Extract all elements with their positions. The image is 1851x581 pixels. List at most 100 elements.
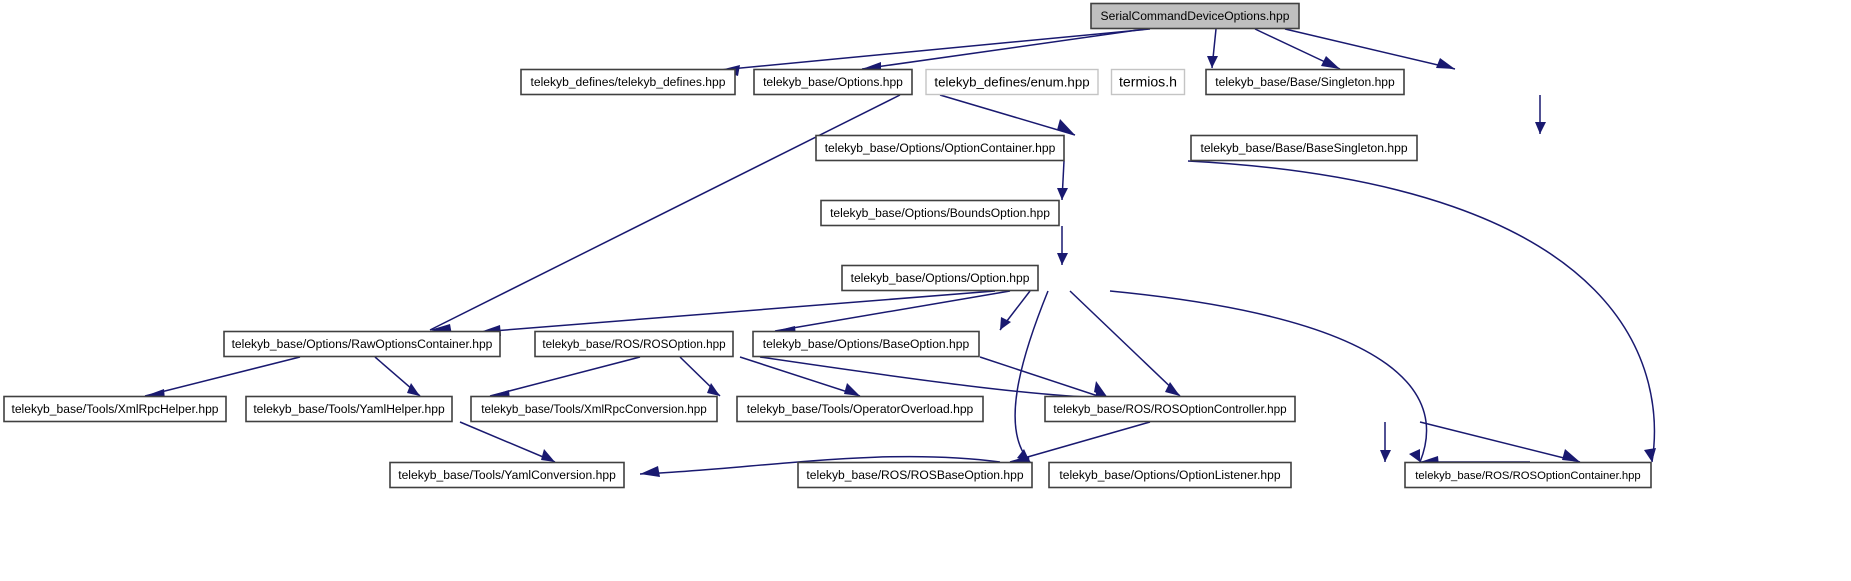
node-termios[interactable]: termios.h bbox=[1110, 68, 1186, 96]
node-label: telekyb_base/Options.hpp bbox=[763, 75, 903, 89]
arrowhead-icon bbox=[1000, 317, 1011, 330]
node-box[interactable] bbox=[470, 395, 718, 423]
node-optionlistener[interactable]: telekyb_base/Options/OptionListener.hpp bbox=[1048, 461, 1292, 489]
arrowhead-icon bbox=[1409, 449, 1420, 462]
edge-rawoptions-to-yamlhelper bbox=[374, 356, 421, 397]
node-label: SerialCommandDeviceOptions.hpp bbox=[1101, 9, 1290, 23]
arrowhead-icon bbox=[1057, 188, 1068, 200]
node-label: telekyb_base/Options/RawOptionsContainer… bbox=[232, 337, 493, 351]
edge-rosoption-to-xmlrpcconversion bbox=[679, 356, 721, 397]
node-xmlrpcconversion[interactable]: telekyb_base/Tools/XmlRpcConversion.hpp bbox=[470, 395, 718, 423]
arrowhead-icon bbox=[1165, 382, 1180, 396]
node-label: telekyb_base/Options/OptionContainer.hpp bbox=[825, 141, 1056, 155]
edge-line bbox=[939, 94, 1076, 136]
edge-rosoption-to-operatoroverload bbox=[739, 356, 861, 397]
edge-line bbox=[459, 421, 556, 463]
node-defines[interactable]: telekyb_defines/telekyb_defines.hpp bbox=[520, 68, 736, 96]
edge-line bbox=[1109, 290, 1428, 463]
node-rosbaseoption[interactable]: telekyb_base/ROS/ROSBaseOption.hpp bbox=[797, 461, 1033, 489]
node-roscontainer[interactable]: telekyb_base/ROS/ROSOptionContainer.hpp bbox=[1404, 461, 1652, 489]
arrowhead-icon bbox=[1057, 119, 1075, 135]
node-box[interactable] bbox=[1205, 68, 1405, 96]
edge-line bbox=[479, 290, 996, 333]
node-boundsoption[interactable]: telekyb_base/Options/BoundsOption.hpp bbox=[820, 199, 1060, 227]
node-box[interactable] bbox=[1090, 2, 1300, 30]
node-box[interactable] bbox=[534, 330, 734, 358]
arrowhead-icon bbox=[707, 383, 720, 396]
node-box[interactable] bbox=[1044, 395, 1296, 423]
edge-optioncontainer-to-roscontainer bbox=[1187, 160, 1656, 463]
node-box[interactable] bbox=[1190, 134, 1418, 162]
node-optioncontainer[interactable]: telekyb_base/Options/OptionContainer.hpp bbox=[815, 134, 1065, 162]
node-box[interactable] bbox=[736, 395, 984, 423]
node-box[interactable] bbox=[752, 330, 980, 358]
node-box[interactable] bbox=[753, 68, 913, 96]
arrowhead-icon bbox=[1562, 449, 1580, 462]
arrowhead-icon bbox=[1644, 448, 1656, 462]
node-yamlconversion[interactable]: telekyb_base/Tools/YamlConversion.hpp bbox=[389, 461, 625, 489]
node-operatoroverload[interactable]: telekyb_base/Tools/OperatorOverload.hpp bbox=[736, 395, 984, 423]
edge-line bbox=[739, 356, 861, 397]
node-box[interactable] bbox=[815, 134, 1065, 162]
arrowhead-icon bbox=[1207, 56, 1218, 68]
node-baseoption[interactable]: telekyb_base/Options/BaseOption.hpp bbox=[752, 330, 980, 358]
edge-roscontroller-to-optionlistener bbox=[1380, 422, 1391, 462]
edge-roscontroller-to-roscontainer bbox=[1419, 421, 1581, 463]
edge-option-to-optionlistener bbox=[1109, 290, 1428, 463]
node-options[interactable]: telekyb_base/Options.hpp bbox=[753, 68, 913, 96]
arrowhead-icon bbox=[1436, 58, 1455, 69]
node-singleton[interactable]: telekyb_base/Base/Singleton.hpp bbox=[1205, 68, 1405, 96]
edge-rosoption-to-roscontroller bbox=[759, 356, 1109, 399]
node-box[interactable] bbox=[3, 395, 227, 423]
edge-line bbox=[489, 356, 641, 397]
node-xmlrpchelper[interactable]: telekyb_base/Tools/XmlRpcHelper.hpp bbox=[3, 395, 227, 423]
node-yamlhelper[interactable]: telekyb_base/Tools/YamlHelper.hpp bbox=[245, 395, 453, 423]
node-label: termios.h bbox=[1119, 74, 1177, 90]
edge-roscontroller-to-rosbaseoption bbox=[1009, 421, 1151, 467]
node-box[interactable] bbox=[1404, 461, 1652, 489]
edge-rawoptions-to-xmlrpchelper bbox=[144, 356, 301, 400]
node-label: telekyb_base/Base/BaseSingleton.hpp bbox=[1200, 141, 1407, 155]
edge-line bbox=[979, 356, 1111, 401]
node-label: telekyb_base/Tools/YamlConversion.hpp bbox=[398, 468, 616, 482]
node-box[interactable] bbox=[389, 461, 625, 489]
node-box[interactable] bbox=[1110, 68, 1186, 96]
node-label: telekyb_base/Options/Option.hpp bbox=[851, 271, 1030, 285]
node-rosoption[interactable]: telekyb_base/ROS/ROSOption.hpp bbox=[534, 330, 734, 358]
node-label: telekyb_base/Options/BaseOption.hpp bbox=[763, 337, 970, 351]
edge-options-to-optioncontainer bbox=[939, 94, 1076, 136]
node-box[interactable] bbox=[925, 68, 1099, 96]
node-box[interactable] bbox=[245, 395, 453, 423]
node-rawoptions[interactable]: telekyb_base/Options/RawOptionsContainer… bbox=[223, 330, 501, 358]
node-enum[interactable]: telekyb_defines/enum.hpp bbox=[925, 68, 1099, 96]
node-label: telekyb_base/Tools/XmlRpcHelper.hpp bbox=[11, 402, 218, 416]
node-basesingleton[interactable]: telekyb_base/Base/BaseSingleton.hpp bbox=[1190, 134, 1418, 162]
arrowhead-icon bbox=[844, 383, 860, 396]
edge-line bbox=[1187, 160, 1656, 463]
arrowhead-icon bbox=[541, 449, 555, 462]
node-box[interactable] bbox=[797, 461, 1033, 489]
edge-line bbox=[639, 455, 1001, 475]
node-roscontroller[interactable]: telekyb_base/ROS/ROSOptionController.hpp bbox=[1044, 395, 1296, 423]
nodes-layer: SerialCommandDeviceOptions.hpp telekyb_de… bbox=[3, 2, 1652, 489]
edge-line bbox=[429, 94, 901, 331]
edge-boundsoption-to-option bbox=[1057, 226, 1068, 265]
node-option[interactable]: telekyb_base/Options/Option.hpp bbox=[841, 264, 1039, 292]
node-label: telekyb_base/ROS/ROSOption.hpp bbox=[542, 338, 726, 351]
edge-yamlhelper-to-yamlconversion bbox=[459, 421, 556, 463]
edge-root-to-singleton bbox=[1284, 28, 1456, 70]
node-root[interactable]: SerialCommandDeviceOptions.hpp bbox=[1090, 2, 1300, 30]
edge-root-to-enum bbox=[1207, 28, 1218, 69]
edge-rosoption-to-yamlhelper bbox=[489, 356, 641, 401]
arrowhead-icon bbox=[1057, 253, 1068, 265]
arrowhead-icon bbox=[640, 466, 660, 477]
arrowhead-icon bbox=[1321, 56, 1340, 69]
node-box[interactable] bbox=[841, 264, 1039, 292]
node-box[interactable] bbox=[1048, 461, 1292, 489]
edge-line bbox=[719, 28, 1151, 71]
node-box[interactable] bbox=[820, 199, 1060, 227]
edge-optioncontainer-to-boundsoption bbox=[1057, 160, 1068, 201]
node-box[interactable] bbox=[223, 330, 501, 358]
node-box[interactable] bbox=[520, 68, 736, 96]
